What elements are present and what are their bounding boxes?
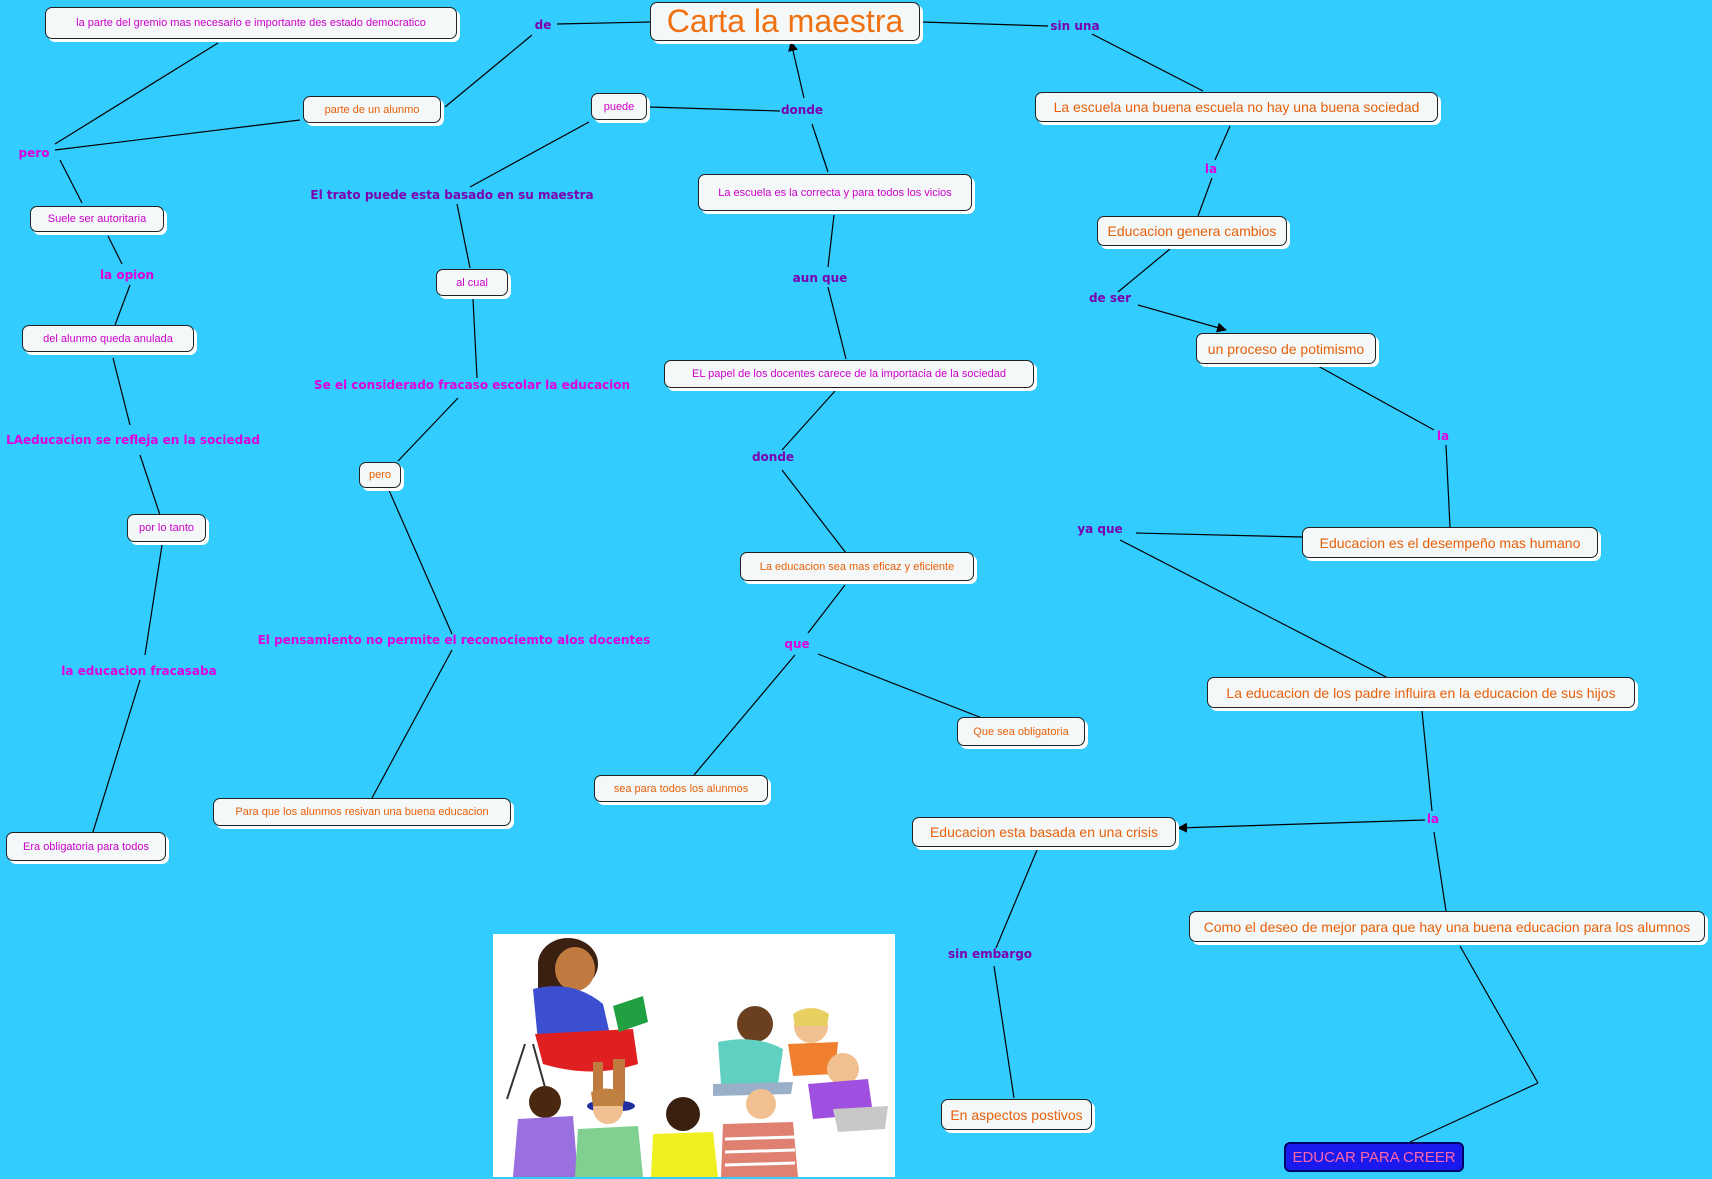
node-para-que[interactable]: Para que los alunmos resivan una buena e… (213, 798, 511, 826)
link-que: que (784, 637, 809, 651)
link-de: de (535, 18, 552, 32)
educar-para-creer-button[interactable]: EDUCAR PARA CREER (1284, 1142, 1464, 1172)
node-del-alunmo[interactable]: del alunmo queda anulada (22, 325, 194, 352)
link-ya-que: ya que (1077, 522, 1122, 536)
link-sin-una: sin una (1050, 19, 1099, 33)
node-positivos[interactable]: En aspectos postivos (941, 1099, 1092, 1130)
link-aun-que: aun que (793, 271, 848, 285)
node-crisis[interactable]: Educacion esta basada en una crisis (912, 817, 1176, 847)
node-suele[interactable]: Suele ser autoritaria (30, 206, 164, 232)
link-refleja: LAeducacion se refleja en la sociedad (6, 433, 260, 447)
link-la-3: la (1427, 812, 1439, 826)
node-educacion-eficaz[interactable]: La educacion sea mas eficaz y eficiente (740, 552, 974, 581)
node-al-cual[interactable]: al cual (436, 269, 508, 296)
link-donde-1: donde (781, 103, 823, 117)
node-deseo[interactable]: Como el deseo de mejor para que hay una … (1189, 911, 1705, 942)
teacher-reading-image (493, 934, 895, 1177)
map-title[interactable]: Carta la maestra (650, 2, 920, 41)
link-fracasaba: la educacion fracasaba (61, 664, 216, 678)
link-de-ser: de ser (1089, 291, 1131, 305)
node-obligatoria[interactable]: Que sea obligatoria (957, 717, 1085, 746)
node-genera-cambios[interactable]: Educacion genera cambios (1097, 216, 1287, 246)
node-por-lo-tanto[interactable]: por lo tanto (127, 514, 206, 542)
node-pero[interactable]: pero (359, 462, 401, 488)
node-escuela-correcta[interactable]: La escuela es la correcta y para todos l… (698, 174, 972, 211)
link-la-1: la (1205, 162, 1217, 176)
link-trato: El trato puede esta basado en su maestra (310, 188, 593, 202)
link-sin-embargo: sin embargo (948, 947, 1032, 961)
teacher-children-illustration (493, 934, 895, 1177)
link-la-opion: la opion (100, 268, 154, 282)
node-era-obligatoria[interactable]: Era obligatoria para todos (6, 832, 166, 861)
node-potimismo[interactable]: un proceso de potimismo (1196, 333, 1376, 364)
link-donde-2: donde (752, 450, 794, 464)
node-parte-gremio[interactable]: la parte del gremio mas necesario e impo… (45, 7, 457, 39)
link-pensamiento: El pensamiento no permite el reconociemt… (258, 633, 651, 647)
node-desempeno[interactable]: Educacion es el desempeño mas humano (1302, 527, 1598, 558)
node-papel-docentes[interactable]: EL papel de los docentes carece de la im… (664, 360, 1034, 388)
link-considerado: Se el considerado fracaso escolar la edu… (314, 378, 630, 392)
node-sea-para[interactable]: sea para todos los alunmos (594, 775, 768, 802)
link-la-2: la (1437, 429, 1449, 443)
node-puede[interactable]: puede (591, 93, 647, 120)
link-pero: pero (19, 146, 50, 160)
node-escuela-sociedad[interactable]: La escuela una buena escuela no hay una … (1035, 92, 1438, 122)
node-parte-alumno[interactable]: parte de un alunmo (303, 96, 441, 123)
node-padres[interactable]: La educacion de los padre influira en la… (1207, 677, 1635, 708)
